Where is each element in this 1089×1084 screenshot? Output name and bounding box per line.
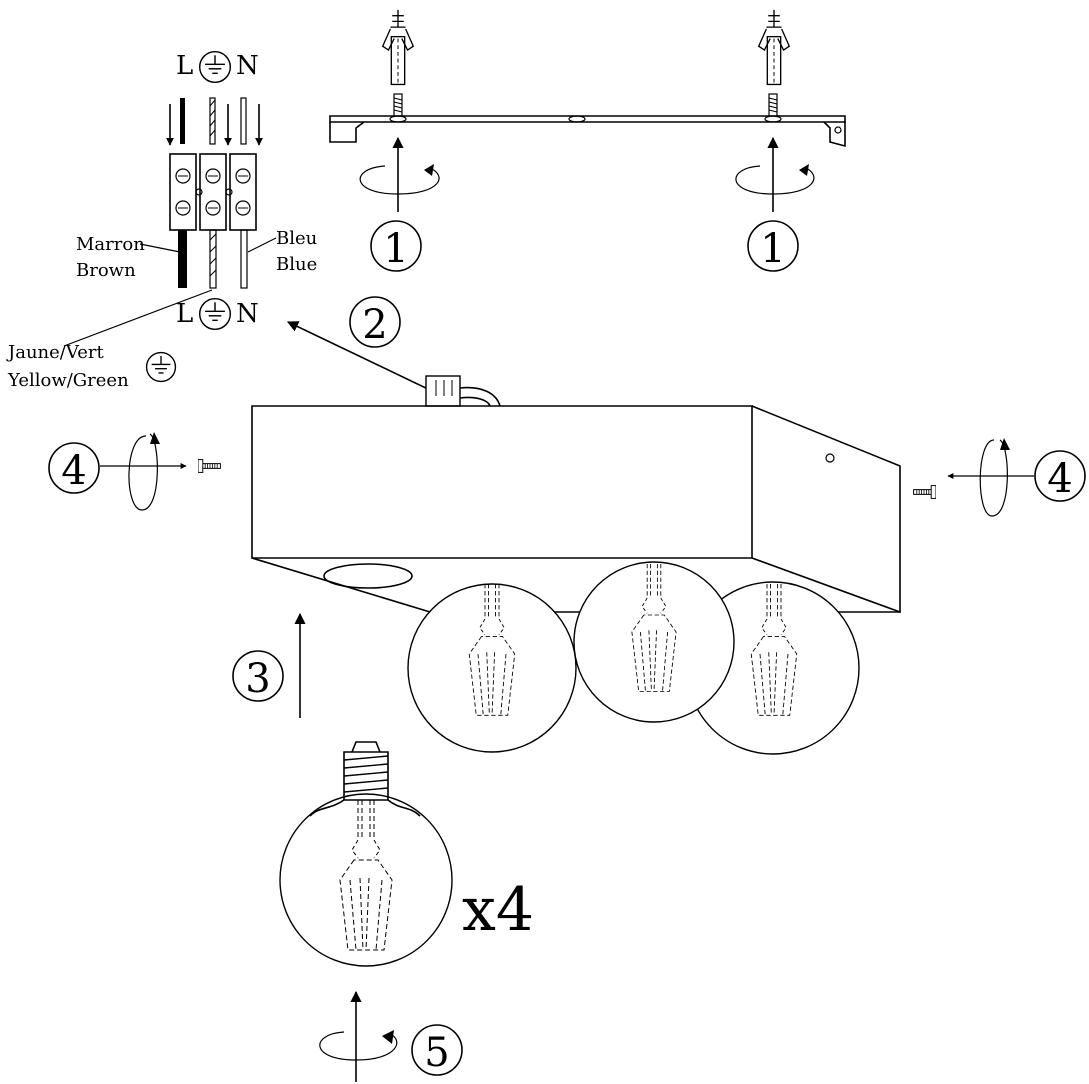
wall-plug-icon [758, 9, 790, 86]
brown-wire [178, 230, 187, 288]
top-n-label: N [236, 51, 259, 81]
ground-symbol-icon [198, 50, 232, 84]
step-3-number: 3 [245, 656, 270, 702]
light-bulb-icon [573, 561, 735, 723]
step-1-badge: 1 [747, 220, 799, 272]
terminal-block-icon [169, 153, 257, 231]
top-l-label: L [176, 51, 193, 81]
bottom-n-label: N [236, 299, 259, 329]
light-bulb-icon [407, 583, 577, 753]
bracket-screw [768, 93, 778, 117]
mounting-bracket: 1 1 [329, 9, 846, 272]
step-1-number: 1 [760, 226, 785, 272]
brown-label-fr: Marron [76, 234, 145, 255]
ground-wire-end [209, 97, 216, 145]
bulb-quantity: x4 [462, 875, 534, 945]
screw-icon [912, 485, 936, 499]
step-4-number: 4 [1047, 456, 1072, 502]
blue-label-fr: Bleu [276, 228, 317, 249]
step-5-number: 5 [424, 1030, 449, 1076]
step-2-badge: 2 [349, 296, 401, 348]
rotation-arrow-icon [735, 164, 815, 195]
ground-label-fr: Jaune/Vert [6, 342, 104, 363]
screw-icon [198, 459, 221, 473]
light-bulb-icon [279, 741, 453, 967]
bottom-l-label: L [176, 299, 193, 329]
step-3-badge: 3 [232, 650, 284, 702]
blue-wire [240, 229, 248, 289]
rotation-arrow-icon [319, 1030, 398, 1061]
brown-label-en: Brown [76, 260, 136, 281]
ground-wire [209, 229, 217, 289]
ground-symbol-icon [145, 351, 177, 383]
step-4-badge: 4 [48, 442, 100, 494]
rotation-arrow-icon [979, 438, 1010, 517]
wiring-diagram: L N L N [6, 50, 317, 391]
step-1-badge: 1 [370, 220, 422, 272]
blue-wire-end [240, 97, 247, 145]
ground-symbol-icon [198, 297, 232, 331]
step-1-number: 1 [383, 226, 408, 272]
lamp-body [251, 375, 901, 755]
bracket-screw [393, 93, 403, 117]
step-2-number: 2 [362, 302, 387, 348]
rotation-arrow-icon [128, 432, 160, 511]
step-4-number: 4 [61, 448, 86, 494]
connector-block [425, 375, 461, 407]
rotation-arrow-icon [359, 164, 440, 195]
step-5-badge: 5 [411, 1024, 463, 1076]
blue-label-en: Blue [276, 254, 317, 275]
ground-label-en: Yellow/Green [7, 370, 129, 391]
step-4-badge: 4 [1034, 450, 1086, 502]
brown-wire-end [180, 98, 185, 144]
wall-plug-icon [382, 9, 414, 86]
